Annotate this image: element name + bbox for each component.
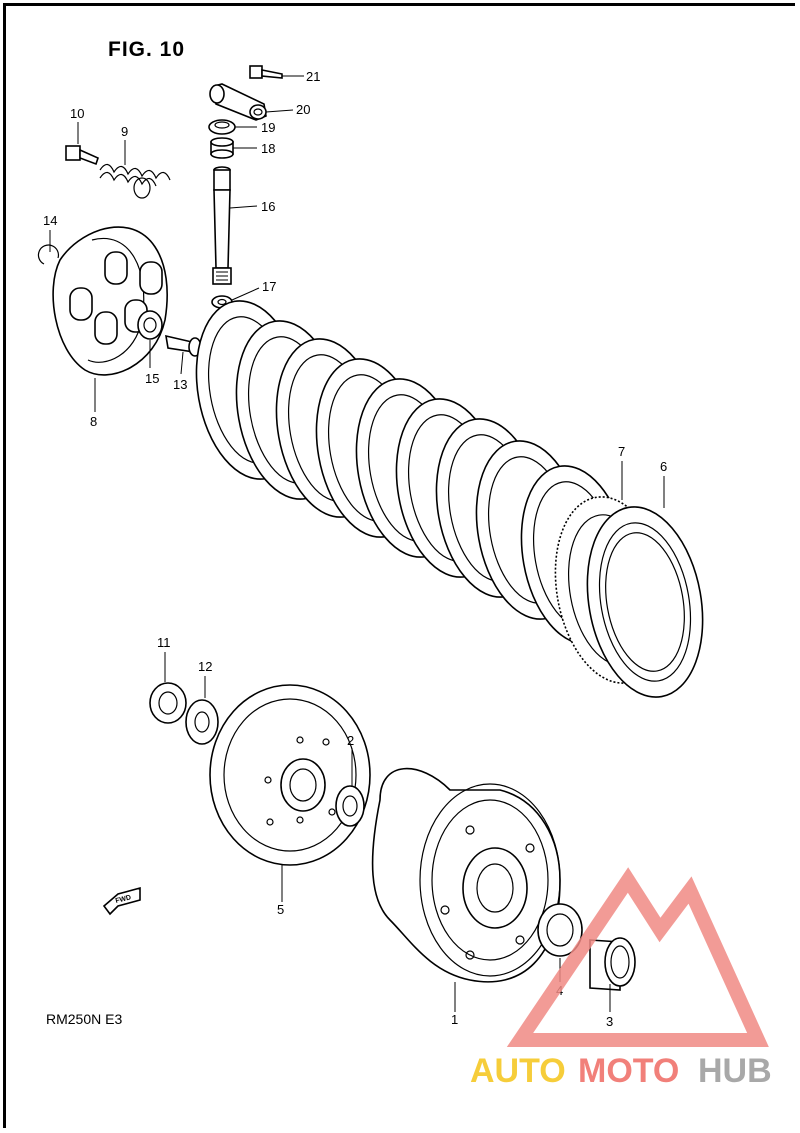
callout-9: 9 [121,124,128,139]
clutch-spring [99,163,171,199]
page-frame [3,3,795,1128]
watermark-auto: AUTO [470,1052,566,1090]
callout-14: 14 [43,213,57,228]
spacer [589,937,636,991]
clutch-sleeve-hub [209,684,371,866]
figure-title: FIG. 10 [108,38,185,61]
lock-washer [185,699,219,745]
circlip [37,244,60,265]
callout-17: 17 [262,279,276,294]
callout-6: 6 [660,459,667,474]
callout-2: 2 [347,733,354,748]
callout-7: 7 [618,444,625,459]
callout-21: 21 [306,69,320,84]
callout-19: 19 [261,120,275,135]
callout-8: 8 [90,414,97,429]
fwd-label: FWD [115,894,132,905]
oil-seal [208,119,236,135]
leader-lines [49,75,665,1012]
drive-plate-6 [586,506,704,698]
thrust-washer [335,785,365,827]
pressure-plate [52,226,168,376]
release-arm [209,83,267,121]
watermark-logo: AUTO MOTO HUB [470,867,772,1090]
callout-5: 5 [277,902,284,917]
callout-20: 20 [296,102,310,117]
needle-bearing-18 [210,137,234,159]
clutch-nut [149,682,187,724]
fwd-arrow: FWD [102,886,141,916]
release-shaft [212,166,232,285]
callout-11: 11 [157,635,171,650]
callout-18: 18 [261,141,275,156]
watermark-moto: MOTO [578,1052,679,1090]
callout-10: 10 [70,106,84,121]
callout-16: 16 [261,199,275,214]
callout-1: 1 [451,1012,458,1027]
callout-13: 13 [173,377,187,392]
callout-12: 12 [198,659,212,674]
clutch-housing [371,767,561,983]
spring-bolt [65,145,99,166]
push-rod-piece [165,334,202,357]
needle-bearing-4 [537,903,583,957]
model-code: RM250N E3 [46,1011,122,1027]
callout-3: 3 [606,1014,613,1029]
callout-15: 15 [145,371,159,386]
watermark-hub: HUB [698,1052,772,1090]
arm-bolt [249,65,283,79]
